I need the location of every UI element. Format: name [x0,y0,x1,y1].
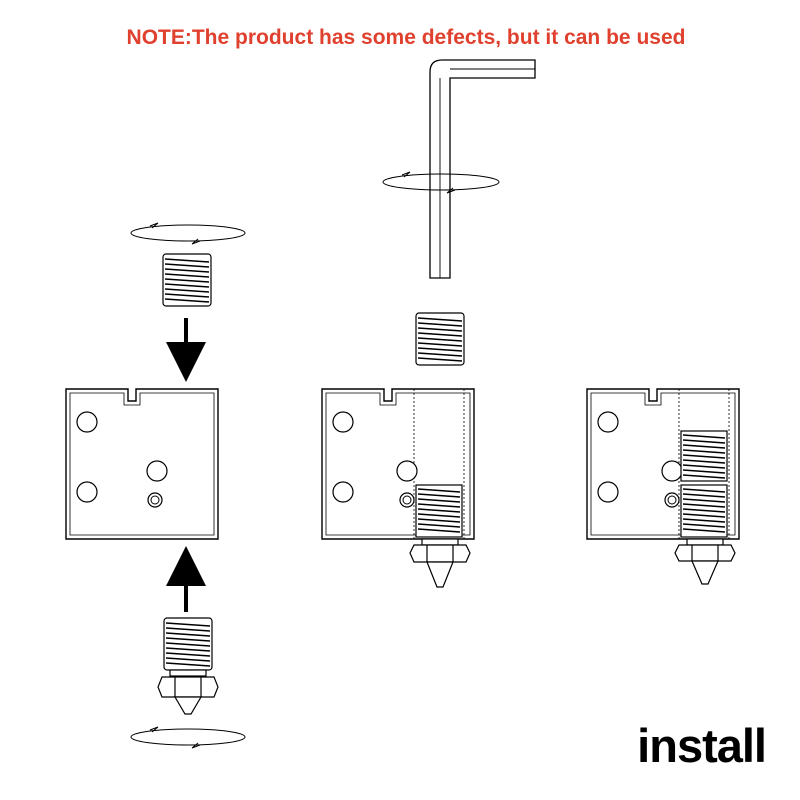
throat-screw [415,312,465,366]
heat-block [586,388,740,540]
nozzle [157,617,219,715]
install-caption: install [637,719,767,772]
step-1 [65,222,246,749]
rotation-arrow-icon [130,222,246,245]
throat-screw [162,253,212,307]
hex-key-icon [429,59,536,279]
heat-block [321,388,475,540]
step-2 [321,59,536,588]
step-3 [586,388,740,585]
heat-block [65,388,219,540]
rotation-arrow-icon [130,726,246,749]
defect-note: NOTE:The product has some defects, but i… [126,26,686,49]
rotation-arrow-icon [382,171,500,194]
nozzle [674,538,736,585]
throat-screw [680,430,728,482]
nozzle [409,538,471,588]
